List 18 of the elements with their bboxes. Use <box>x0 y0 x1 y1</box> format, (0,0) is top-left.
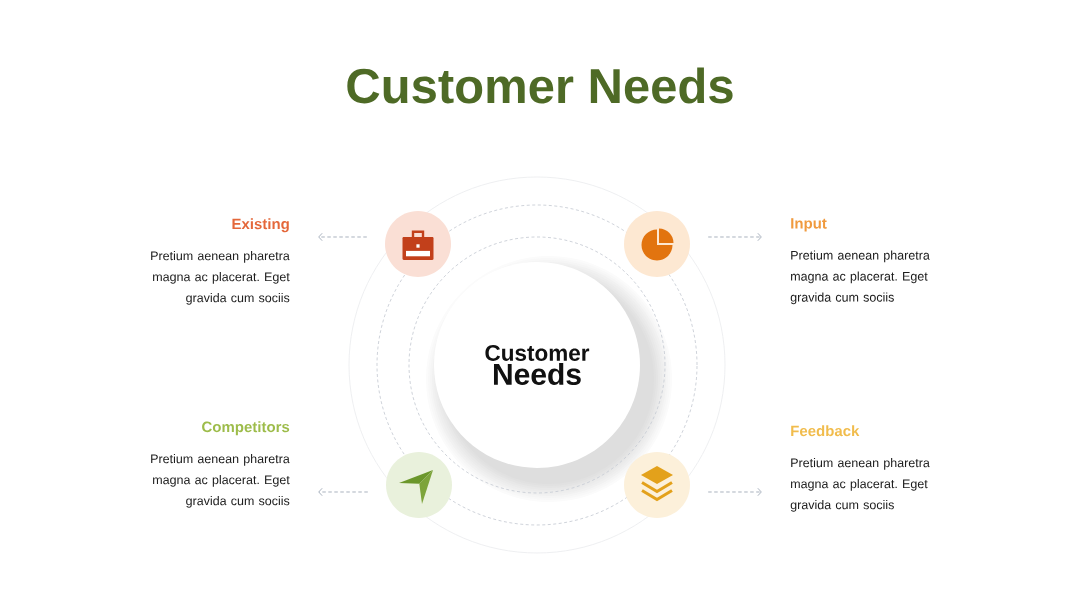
item-description: Pretium aenean pharetra magna ac placerat. Eget gravida cum sociis <box>790 458 930 512</box>
item-description: Pretium aenean pharetra magna ac placerat. Eget gravida cum sociis <box>151 454 290 508</box>
item-heading: Competitors <box>202 421 290 436</box>
dashed-arrow <box>318 487 369 497</box>
dashed-arrow <box>318 232 368 242</box>
dashed-arrow <box>707 232 762 242</box>
center-circle <box>434 262 640 468</box>
item-description: Pretium aenean pharetra magna ac placerat. Eget gravida cum sociis <box>790 250 930 305</box>
item-heading: Existing <box>232 218 289 233</box>
icon-circle <box>386 452 452 518</box>
icon-circle <box>624 452 690 518</box>
center-label: Needs <box>494 362 581 385</box>
item-heading: Input <box>791 218 827 232</box>
center-label: Customer <box>485 345 590 361</box>
dashed-arrow <box>707 487 762 497</box>
item-description: Pretium aenean pharetra magna ac placerat. Eget gravida cum sociis <box>151 251 290 305</box>
title: Customer Needs <box>347 67 733 104</box>
item-heading: Feedback <box>791 425 860 437</box>
